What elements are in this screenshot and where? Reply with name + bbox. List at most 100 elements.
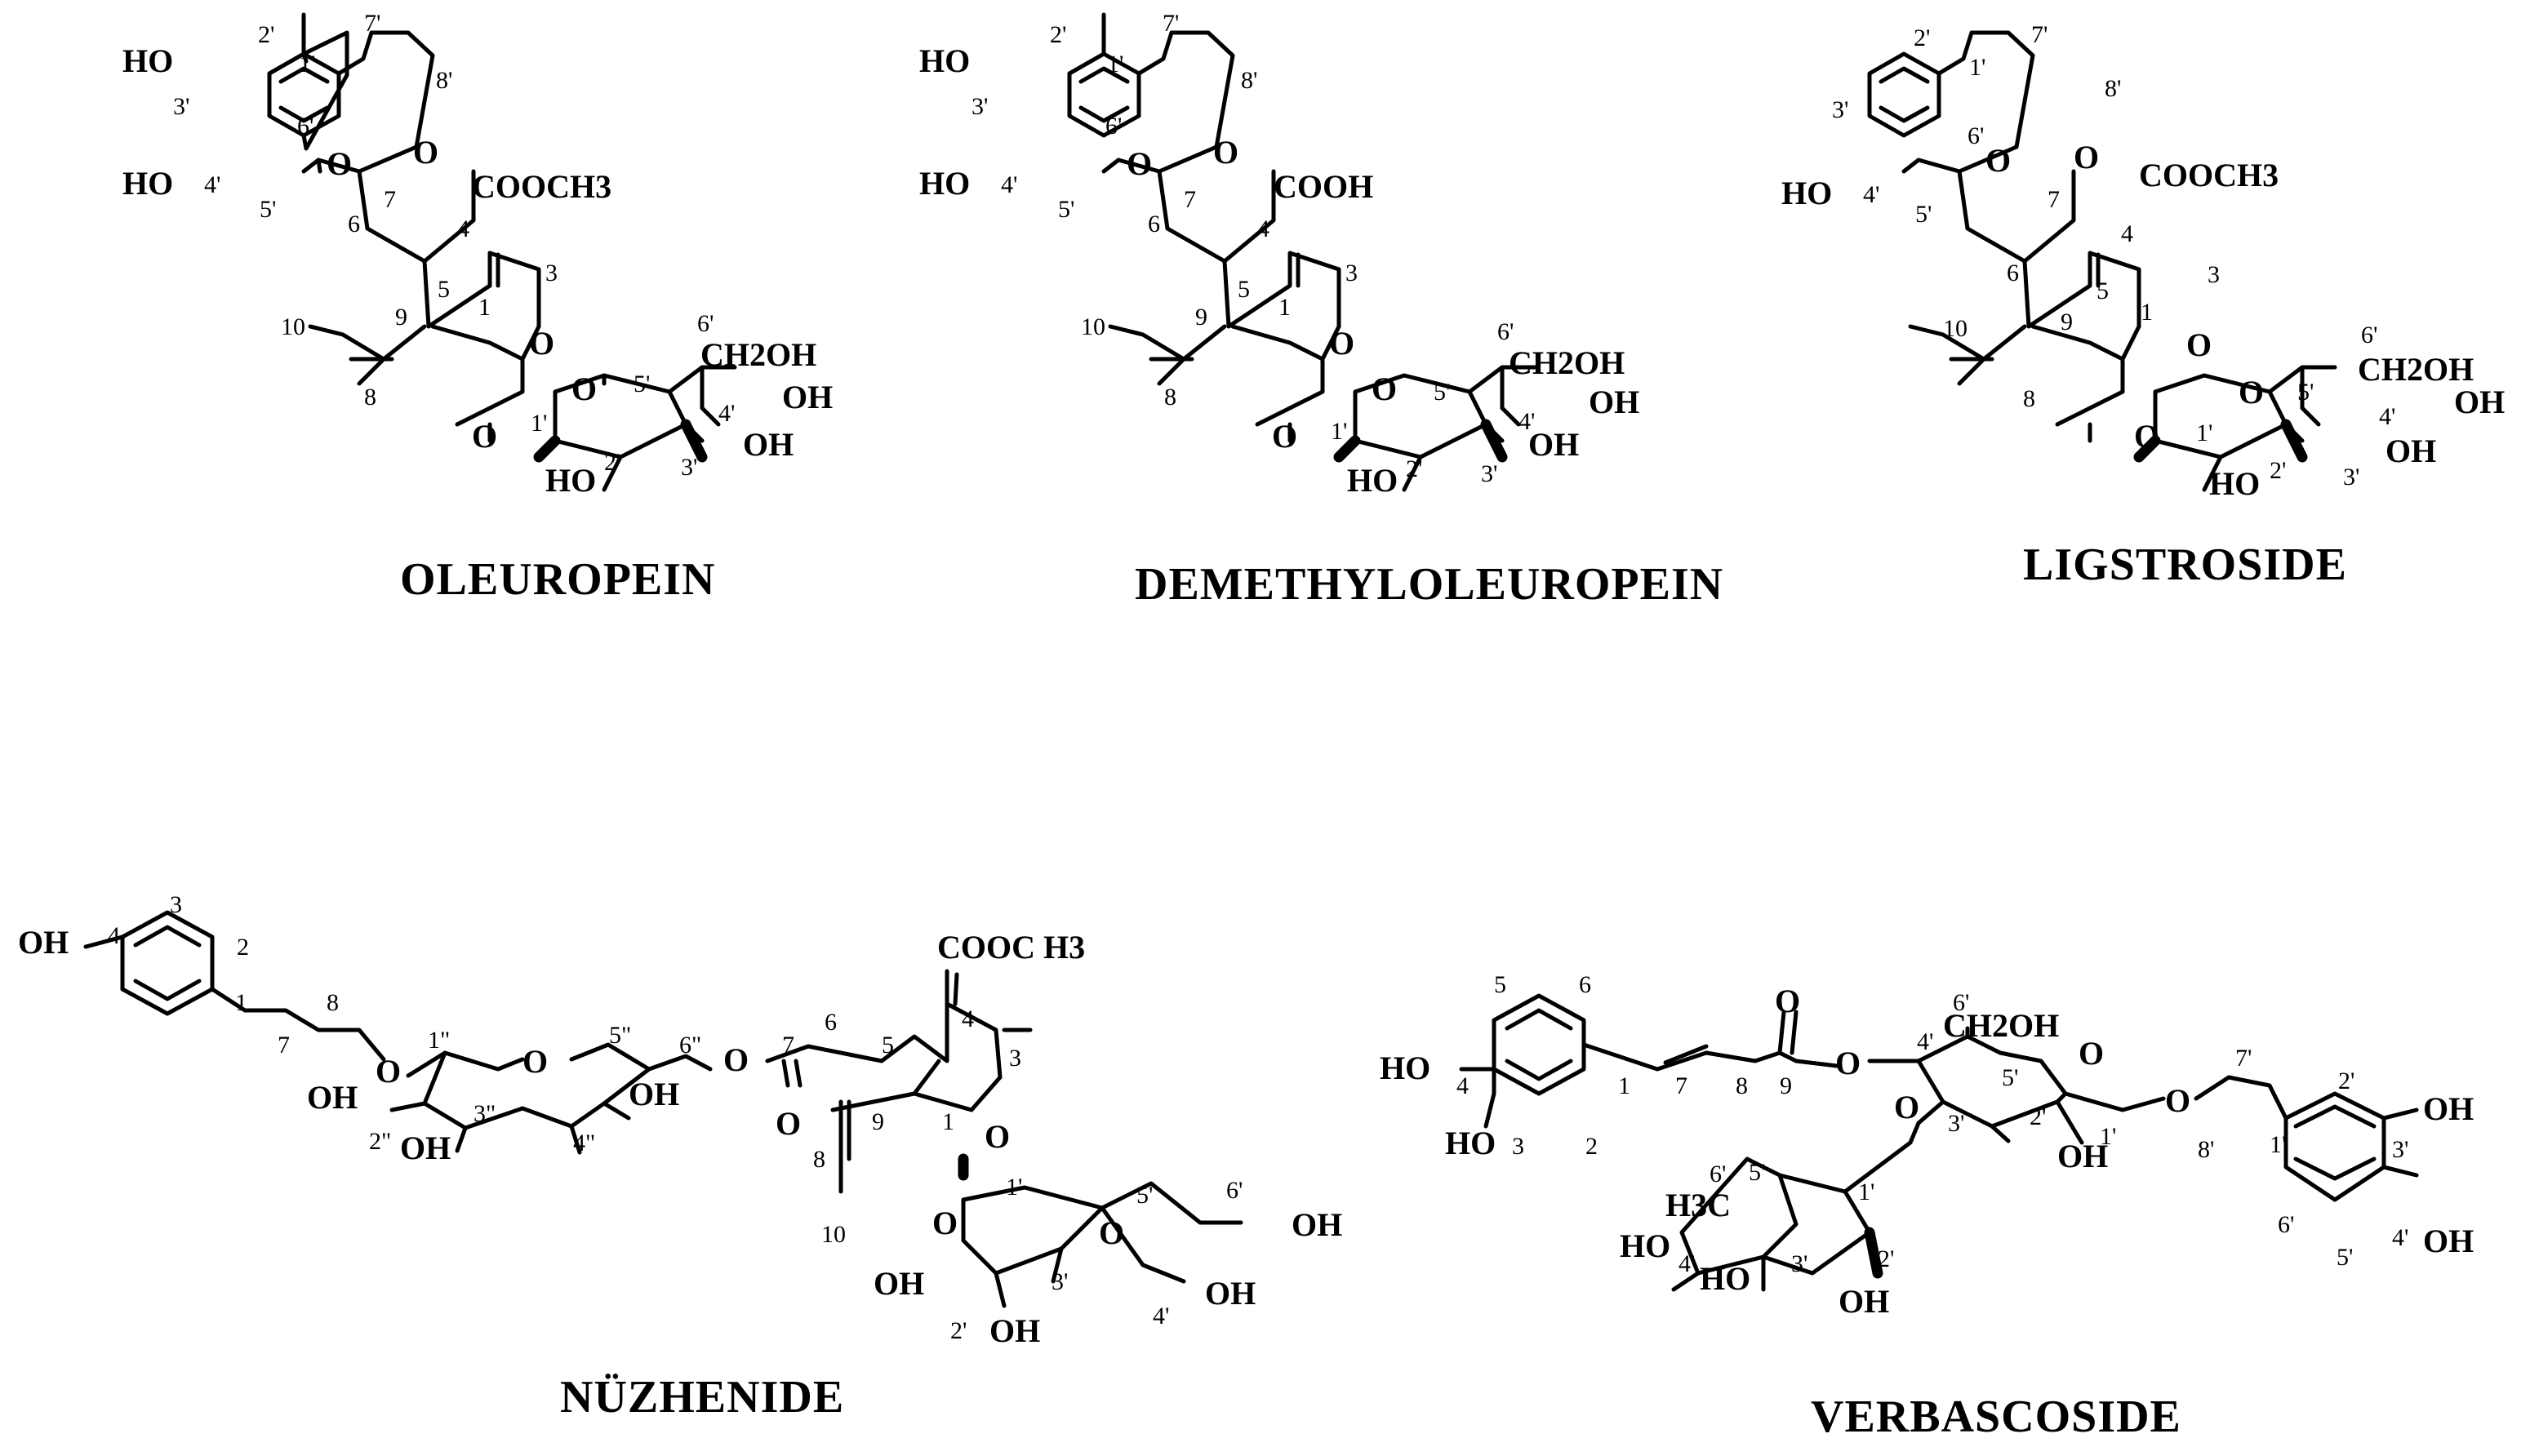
atom-number: 3' <box>1948 1110 1964 1137</box>
atom-number: 6' <box>2278 1211 2294 1238</box>
atom-number: 4 <box>108 922 120 949</box>
atom-label: O <box>2165 1082 2190 1119</box>
atom-number: 1' <box>1107 51 1123 78</box>
atom-number: 10 <box>821 1221 846 1248</box>
atom-number: 8 <box>2023 385 2035 412</box>
atom-number: 2' <box>2338 1068 2354 1094</box>
atom-number: 3 <box>2208 261 2220 288</box>
group-text: COOH <box>1274 168 1373 205</box>
atom-number: 4' <box>2379 403 2395 430</box>
atom-number: 6' <box>2361 322 2377 348</box>
atom-number: 6' <box>697 310 714 337</box>
atom-number: 6 <box>1148 211 1160 237</box>
atom-label: O <box>1835 1045 1861 1081</box>
atom-number: 4 <box>962 1005 974 1032</box>
atom-number: 5' <box>1749 1159 1765 1186</box>
atom-number: 3 <box>1512 1133 1524 1160</box>
atom-label: O <box>522 1043 548 1080</box>
atom-number: 3 <box>170 891 182 918</box>
atom-number: 8' <box>2105 75 2121 102</box>
atom-number: 7' <box>364 10 380 37</box>
atom-number: 2' <box>1406 455 1422 482</box>
atom-number: 6 <box>2007 260 2019 286</box>
atom-number: 5' <box>1058 196 1074 223</box>
atom-label: O <box>2134 418 2159 455</box>
atom-number: 7' <box>2031 21 2048 48</box>
atom-label: O <box>413 134 438 171</box>
group-text: OH <box>1292 1206 1342 1243</box>
atom-number: 1' <box>2196 419 2212 446</box>
atom-number: 9 <box>2061 309 2073 335</box>
atom-number: 1 <box>1618 1072 1630 1099</box>
atom-number: 7 <box>1675 1072 1687 1099</box>
group-text: HO <box>1380 1050 1430 1086</box>
atom-number: 6' <box>1710 1161 1726 1187</box>
atom-label: O <box>1985 142 2011 179</box>
group-text: OH <box>1839 1283 1889 1320</box>
group-text: OH <box>874 1265 924 1302</box>
ligstroside-structure <box>1867 30 2337 492</box>
atom-number: 6' <box>297 113 313 140</box>
atom-number: 7 <box>2048 186 2060 213</box>
atom-number: 6 <box>825 1009 837 1036</box>
atom-number: 3' <box>972 93 988 120</box>
atom-number: 4 <box>2121 220 2133 247</box>
atom-number: 1 <box>235 989 247 1016</box>
atom-number: 3' <box>681 454 697 481</box>
atom-number: 1 <box>1278 294 1291 321</box>
atom-number: 5" <box>609 1022 631 1049</box>
group-text: HO <box>122 42 173 79</box>
atom-number: 4" <box>573 1130 595 1156</box>
nuzhenide-structure <box>83 910 1243 1308</box>
molecule-name: NÜZHENIDE <box>560 1372 844 1423</box>
group-text: HO <box>919 165 970 202</box>
group-text: HO <box>545 462 596 499</box>
group-text: CH2OH <box>700 336 816 373</box>
atom-number: 6 <box>348 211 360 237</box>
atom-number: 7 <box>1184 186 1196 213</box>
atom-number: 3' <box>173 93 189 120</box>
atom-number: 5' <box>2337 1244 2353 1271</box>
atom-number: 8 <box>813 1146 825 1173</box>
atom-number: 2' <box>1878 1245 1894 1272</box>
atom-number: 1' <box>2270 1131 2286 1158</box>
atom-label: O <box>2079 1035 2104 1072</box>
atom-number: 5 <box>2096 277 2109 304</box>
atom-number: 4' <box>1863 181 1879 208</box>
atom-number: 9 <box>872 1108 884 1135</box>
verbascoside-structure <box>1459 993 2419 1292</box>
atom-label: O <box>1127 145 1152 182</box>
atom-number: 1' <box>1858 1179 1874 1205</box>
molecule-name: LIGSTROSIDE <box>2023 539 2347 590</box>
atom-number: 5' <box>2002 1064 2018 1091</box>
atom-number: 10 <box>1081 313 1105 340</box>
atom-number: 10 <box>281 313 305 340</box>
group-text: COOCH3 <box>2139 157 2279 193</box>
atom-number: 3" <box>474 1100 496 1127</box>
atom-number: 1' <box>531 410 547 437</box>
atom-number: 1' <box>1969 54 1985 81</box>
atom-label: O <box>1272 418 1297 455</box>
group-text: H3C <box>1665 1187 1731 1223</box>
atom-number: 2' <box>2270 457 2286 484</box>
atom-number: 2' <box>604 449 620 476</box>
group-text: OH <box>2454 384 2505 420</box>
atom-label: O <box>985 1118 1010 1155</box>
atom-number: 3' <box>2343 464 2359 491</box>
group-text: OH <box>2385 433 2436 469</box>
atom-number: 5' <box>1915 201 1932 228</box>
atom-number: 4' <box>1153 1303 1169 1329</box>
atom-number: 4' <box>1001 171 1017 198</box>
atom-number: 1' <box>1006 1174 1022 1201</box>
atom-number: 3' <box>1791 1250 1807 1277</box>
atom-number: 3 <box>545 260 558 286</box>
atom-number: 5 <box>1494 971 1506 998</box>
atom-number: 2' <box>950 1317 967 1344</box>
atom-number: 3' <box>2392 1136 2408 1163</box>
atom-number: 2" <box>369 1128 391 1155</box>
atom-number: 6' <box>1105 113 1122 140</box>
atom-label: O <box>1213 134 1238 171</box>
atom-number: 5 <box>438 276 450 303</box>
molecule-name: OLEUROPEIN <box>400 554 716 605</box>
